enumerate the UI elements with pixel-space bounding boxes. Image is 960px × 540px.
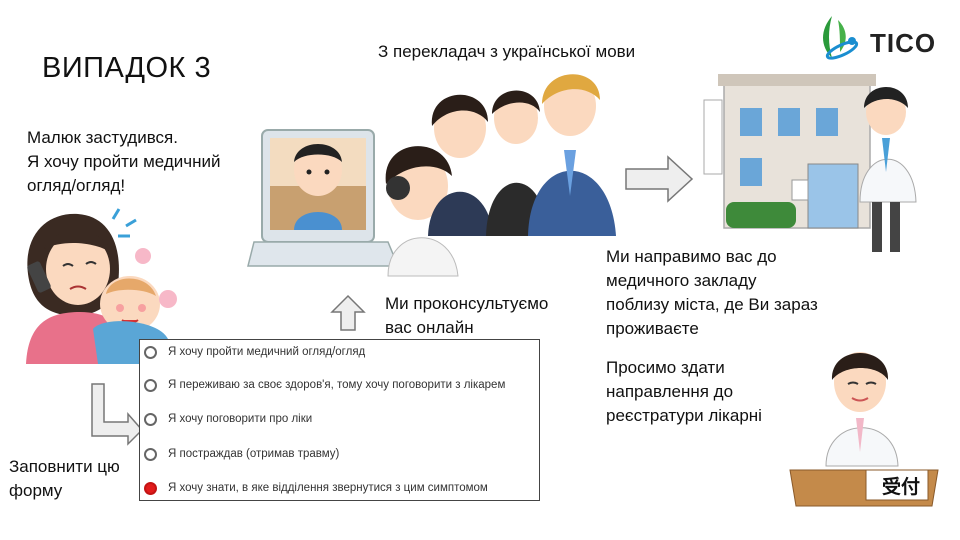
form-option[interactable]: Я хочу пройти медичний огляд/огляд	[144, 341, 365, 363]
online-consultation-illustration	[247, 74, 616, 277]
reception-nurse-illustration	[789, 352, 939, 507]
arrow-up-icon	[330, 294, 366, 331]
page-title: ВИПАДОК 3	[42, 52, 212, 84]
radio-button[interactable]	[144, 412, 157, 426]
form-option-selected[interactable]: Я хочу знати, в яке відділення звернутис…	[144, 477, 488, 499]
form-option-label: Я переживаю за своє здоров'я, тому хочу …	[168, 379, 506, 391]
form-option-label: Я хочу поговорити про ліки	[168, 413, 313, 425]
form-option[interactable]: Я хочу поговорити про ліки	[144, 408, 312, 430]
online-consult-caption: Ми проконсультуємо вас онлайн	[385, 294, 549, 337]
hospital-doctor-illustration	[703, 74, 917, 252]
submit-referral-text: Просимо здати направлення до реєстратури…	[606, 358, 762, 425]
reception-sign: 受付	[881, 476, 920, 498]
form-option-label: Я постраждав (отримав травму)	[168, 448, 340, 460]
arrow-right-icon	[625, 155, 694, 203]
form-option[interactable]: Я постраждав (отримав травму)	[144, 443, 339, 465]
child-cold-text: Малюк застудився. Я хочу пройти медичний…	[27, 128, 221, 195]
logo-text: TICO	[870, 28, 937, 58]
translator-caption: З перекладач з української мови	[378, 42, 636, 61]
radio-button[interactable]	[144, 378, 157, 392]
radio-button[interactable]	[144, 345, 157, 359]
symptom-form: Я хочу пройти медичний огляд/огляд Я пер…	[139, 339, 540, 501]
radio-button-selected[interactable]	[144, 481, 157, 495]
leaf-logo-icon	[823, 16, 859, 60]
mother-with-sick-baby-illustration	[26, 208, 177, 364]
referral-text: Ми направимо вас до медичного закладу по…	[606, 247, 818, 338]
radio-button[interactable]	[144, 447, 157, 461]
fill-form-text: Заповнити цю форму	[9, 457, 120, 500]
form-option-label: Я хочу знати, в яке відділення звернутис…	[168, 482, 488, 494]
tico-logo: TICO	[818, 12, 948, 72]
form-option[interactable]: Я переживаю за своє здоров'я, тому хочу …	[144, 374, 505, 396]
form-option-label: Я хочу пройти медичний огляд/огляд	[168, 346, 366, 358]
arrow-to-form-icon	[91, 383, 144, 446]
